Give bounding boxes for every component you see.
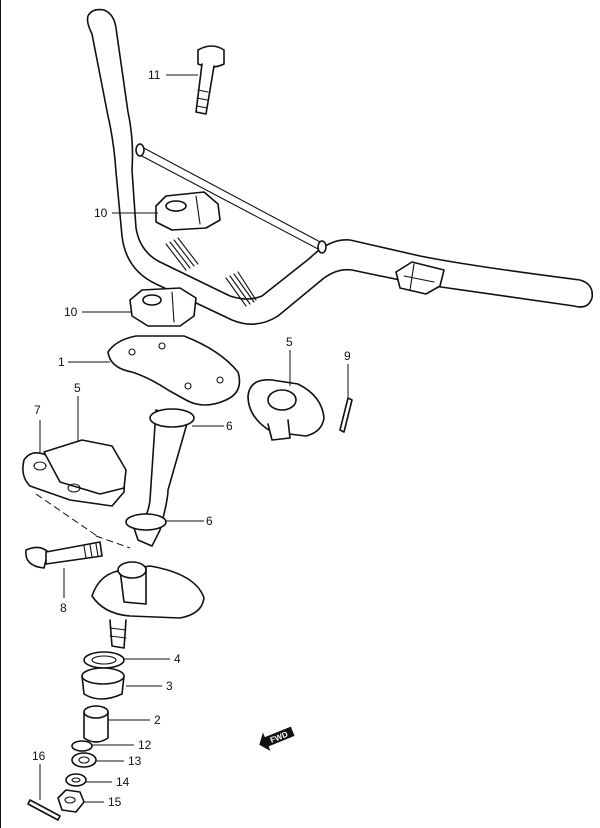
leader-lines (39, 74, 349, 803)
fwd-direction-badge: FWD (259, 726, 295, 752)
collar-2 (83, 705, 109, 743)
fwd-label: FWD (269, 730, 289, 745)
callout-13: 13 (128, 754, 142, 768)
callout-14: 14 (116, 775, 130, 789)
callout-12: 12 (138, 738, 152, 752)
circlip-12 (71, 740, 93, 752)
callout-4: 4 (174, 652, 181, 666)
callout-10-upper: 10 (94, 206, 108, 220)
nut-15 (57, 789, 85, 813)
callout-labels: 11 10 10 1 5 9 7 5 6 6 8 4 3 2 12 13 16 … (32, 68, 351, 809)
callout-7: 7 (34, 403, 41, 417)
lower-holder-10 (129, 287, 197, 327)
steering-shaft (125, 408, 195, 547)
plate-7-and-clamp-5 (22, 439, 127, 507)
washer-14 (65, 773, 87, 787)
bolt-8 (25, 541, 103, 569)
upper-holder-10 (155, 191, 221, 231)
alignment-line-b (95, 535, 131, 549)
page-left-border (0, 0, 1, 828)
bolt-11 (195, 45, 225, 115)
callout-11: 11 (148, 68, 161, 82)
callout-5-left: 5 (74, 381, 81, 395)
callout-6-lower: 6 (206, 514, 213, 528)
lower-bracket (91, 561, 205, 649)
clamp-5-right (247, 379, 325, 441)
callout-8: 8 (60, 601, 67, 615)
callout-15: 15 (108, 795, 122, 809)
cotter-pin-9 (339, 397, 353, 433)
callout-2: 2 (154, 713, 161, 727)
handlebar (86, 8, 594, 325)
callout-9: 9 (344, 349, 351, 363)
callout-1: 1 (58, 355, 65, 369)
callout-10-lower: 10 (64, 305, 78, 319)
bushing-3 (81, 667, 125, 700)
alignment-line-a (35, 493, 101, 539)
washer-13 (71, 752, 97, 768)
bracket-plate-1 (107, 335, 241, 406)
cotter-pin-16 (27, 799, 61, 821)
callout-6-upper: 6 (226, 419, 233, 433)
washer-4 (83, 651, 125, 669)
callout-3: 3 (166, 679, 173, 693)
callout-16: 16 (32, 749, 46, 763)
callout-5-right: 5 (286, 335, 293, 349)
